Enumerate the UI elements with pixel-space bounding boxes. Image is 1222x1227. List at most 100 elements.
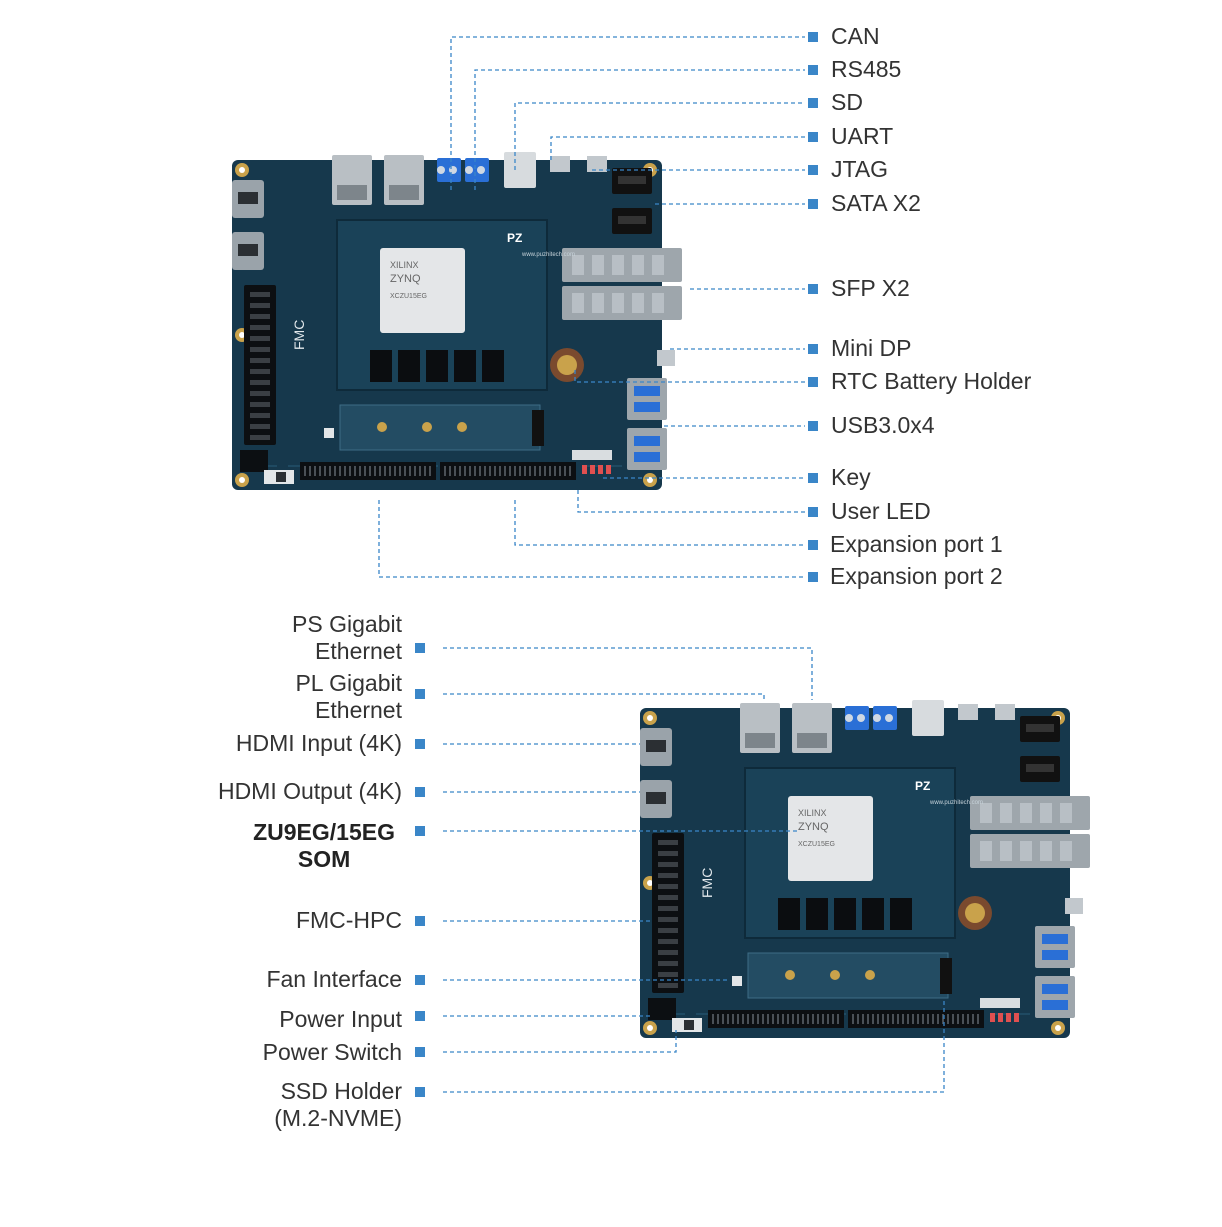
fmc-pin-row [658, 939, 678, 944]
fmc-pin-row [250, 336, 270, 341]
sfp-vent [592, 255, 604, 275]
sfp-vent [572, 255, 584, 275]
fmc-pin-row [658, 928, 678, 933]
header-pin [449, 466, 451, 476]
header-pin [927, 1014, 929, 1024]
label-exp1: Expansion port 1 [830, 531, 1003, 557]
header-pin [539, 466, 541, 476]
header-pin [862, 1014, 864, 1024]
m2-connector [532, 410, 544, 446]
header-pin [329, 466, 331, 476]
fmc-pin-row [250, 435, 270, 440]
jtag-micro-usb [587, 156, 607, 172]
label-can: CAN [831, 23, 880, 49]
header-pin [917, 1014, 919, 1024]
header-pin [404, 466, 406, 476]
header-pin [817, 1014, 819, 1024]
sfp-vent [572, 293, 584, 313]
header-pin [912, 1014, 914, 1024]
header-pin [717, 1014, 719, 1024]
leader-line-label-can [450, 36, 805, 190]
header-pin [344, 466, 346, 476]
header-pin [534, 466, 536, 476]
bullet-marker [415, 643, 425, 653]
leader-line-label-rs485 [474, 69, 805, 190]
mounting-hole-center [239, 477, 245, 483]
pcb-trace [1018, 1013, 1030, 1015]
sfp-vent [632, 255, 644, 275]
bullet-marker [808, 377, 818, 387]
bullet-marker [415, 689, 425, 699]
header-pin [832, 1014, 834, 1024]
header-pin [409, 466, 411, 476]
pcb-trace [288, 465, 300, 467]
fmc-text: FMC [291, 320, 307, 350]
user-led [990, 1013, 995, 1022]
fmc-pin-row [658, 961, 678, 966]
header-pin [359, 466, 361, 476]
hdmi-port-slot [238, 192, 258, 204]
header-pin [319, 466, 321, 476]
header-pin [772, 1014, 774, 1024]
header-pin [524, 466, 526, 476]
ddr-memory-chip [778, 898, 800, 930]
fan-header [732, 976, 742, 986]
header-pin [942, 1014, 944, 1024]
sata-slot [618, 216, 646, 224]
header-pin [379, 466, 381, 476]
fmc-pin-row [658, 884, 678, 889]
header-pin [972, 1014, 974, 1024]
sfp-vent [1060, 841, 1072, 861]
header-pin [339, 466, 341, 476]
bullet-marker [808, 284, 818, 294]
ddr-memory-chip [806, 898, 828, 930]
rtc-battery-cell [557, 355, 577, 375]
fmc-pin-row [658, 972, 678, 977]
m2-standoff [785, 970, 795, 980]
label-pl-ethernet-line-2: Ethernet [315, 697, 402, 723]
uart-micro-usb [550, 156, 570, 172]
terminal-screw [873, 714, 881, 722]
header-pin [334, 466, 336, 476]
header-pin [757, 1014, 759, 1024]
bullet-marker [808, 473, 818, 483]
fmc-pin-row [658, 862, 678, 867]
usb3-port [1042, 950, 1068, 960]
label-fmc-hpc-line-1: FMC-HPC [295, 907, 402, 933]
header-pin [867, 1014, 869, 1024]
header-pin [369, 466, 371, 476]
chip-part-text: XCZU15EG [798, 841, 835, 848]
label-sata: SATA X2 [831, 190, 921, 216]
header-pin [752, 1014, 754, 1024]
header-pin [782, 1014, 784, 1024]
usb3-port [1042, 984, 1068, 994]
header-pin [727, 1014, 729, 1024]
sd-card-slot [504, 152, 536, 188]
label-som-line-1: ZU9EG/15EG [253, 819, 395, 845]
header-pin [797, 1014, 799, 1024]
chip-part-text: XCZU15EG [390, 293, 427, 300]
user-led [998, 1013, 1003, 1022]
ddr-memory-chip [398, 350, 420, 382]
header-pin [737, 1014, 739, 1024]
pcb-website-text: www.puzhitech.com [521, 252, 575, 258]
header-pin [374, 466, 376, 476]
fmc-pin-row [658, 873, 678, 878]
hdmi-port-slot [646, 740, 666, 752]
label-minidp: Mini DP [831, 335, 912, 361]
header-pin [544, 466, 546, 476]
label-ps-ethernet-line-1: PS Gigabit [292, 611, 402, 637]
sfp-vent [592, 293, 604, 313]
terminal-screw [437, 166, 445, 174]
sfp-vent [1020, 803, 1032, 823]
fmc-pin-row [250, 358, 270, 363]
fmc-pin-row [250, 424, 270, 429]
header-pin [414, 466, 416, 476]
terminal-screw [477, 166, 485, 174]
fmc-pin-row [250, 325, 270, 330]
fmc-pin-row [250, 292, 270, 297]
hdmi-port-slot [238, 244, 258, 256]
label-fan-line-1: Fan Interface [266, 966, 402, 992]
sfp-vent [1000, 841, 1012, 861]
